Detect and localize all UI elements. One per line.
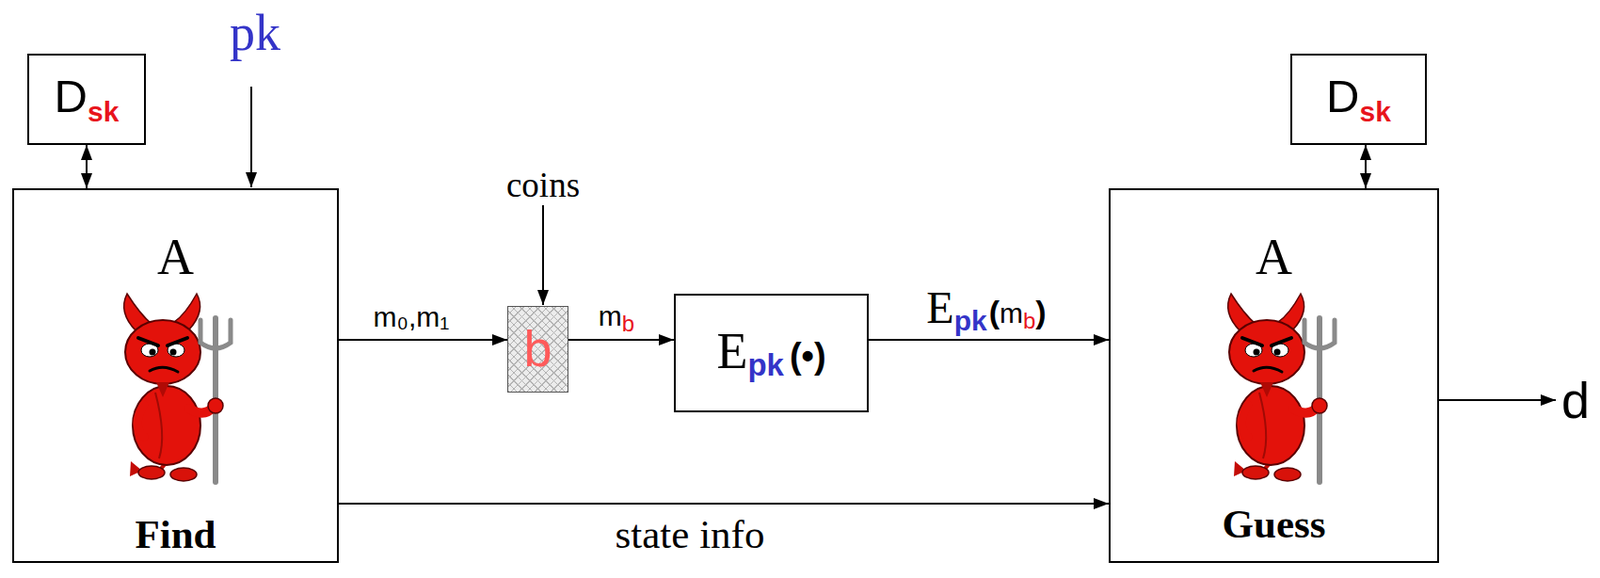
stage-name: Find xyxy=(134,513,216,555)
state-arrow xyxy=(338,502,1109,505)
oracle-query-arrow xyxy=(85,144,88,189)
adversary-box: A Find xyxy=(12,188,339,563)
output-label: d xyxy=(1561,374,1590,426)
message-arrow xyxy=(338,338,508,341)
encryption-letter: E xyxy=(716,325,748,377)
coin-box: b xyxy=(507,305,569,393)
devil-figure xyxy=(124,293,231,482)
oracle-box: Dsk xyxy=(27,53,146,145)
oracle-letter: D xyxy=(54,73,88,120)
public-key-label: pk xyxy=(229,7,281,59)
label-group: pk xyxy=(229,7,281,59)
input-arrow xyxy=(542,205,544,305)
encryption-letter: E xyxy=(926,285,954,331)
key-subscript: pk xyxy=(747,349,784,381)
oracle-letter: D xyxy=(1326,73,1360,120)
message-pair-label: m₀,m₁ xyxy=(373,303,450,332)
label-group: d xyxy=(1561,374,1590,426)
argument-mark: (•) xyxy=(789,337,827,374)
bit-subscript: b xyxy=(622,312,635,336)
key-subscript: pk xyxy=(954,306,988,336)
edge-label-group: state info xyxy=(615,513,766,555)
encryption-box: Epk(•) xyxy=(673,293,869,413)
edge-label-group: m₀,m₁ xyxy=(373,303,450,332)
paren-mark: ( xyxy=(989,295,1000,328)
bit-letter: b xyxy=(523,322,552,374)
devil-figure xyxy=(1228,293,1335,482)
stage-name: Guess xyxy=(1222,503,1327,544)
ciphertext-arrow xyxy=(868,338,1109,341)
paren-mark: ) xyxy=(1035,295,1046,328)
adversary-name: A xyxy=(1255,231,1293,283)
oracle-query-arrow xyxy=(1364,144,1367,189)
coins-label: coins xyxy=(506,167,580,203)
label-group: Epk(mb) xyxy=(926,285,1046,331)
adversary-box: A Guess xyxy=(1108,188,1440,563)
message-arrow xyxy=(568,338,674,341)
oracle-box: Dsk xyxy=(1290,53,1427,145)
label-group: mb xyxy=(598,302,635,331)
adversary-name: A xyxy=(157,231,194,283)
state-label: state info xyxy=(615,513,766,555)
message-letter: m xyxy=(598,302,623,331)
key-subscript: sk xyxy=(87,97,119,127)
label-group: coins xyxy=(506,167,580,203)
message-letter: m xyxy=(999,299,1024,328)
output-arrow xyxy=(1439,399,1556,401)
bit-subscript: b xyxy=(1023,309,1036,333)
key-subscript: sk xyxy=(1360,97,1392,127)
input-arrow xyxy=(250,86,253,188)
